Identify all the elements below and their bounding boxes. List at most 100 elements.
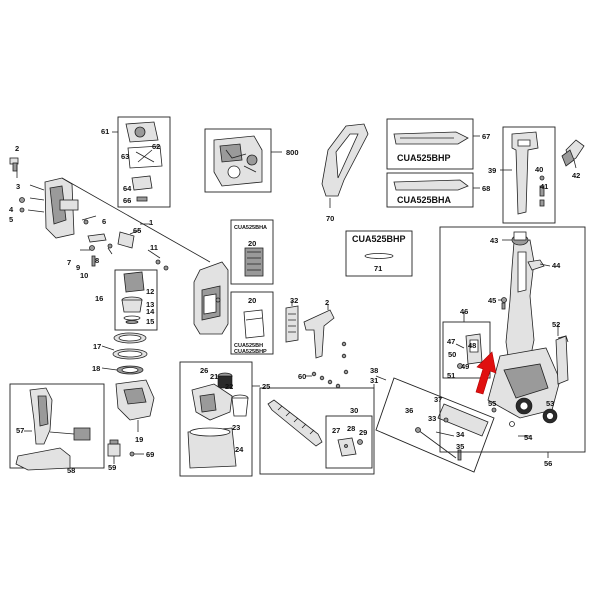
callout-8: 8: [95, 256, 99, 265]
callout-26: 26: [200, 366, 208, 375]
callout-62: 62: [152, 142, 160, 151]
callout-20-bha: 20: [248, 239, 256, 248]
nozzle-box-57: [9, 383, 105, 471]
callout-53: 53: [546, 399, 554, 408]
callout-65: 65: [133, 226, 141, 235]
dust-bin-box-25: [179, 361, 260, 477]
callout-39: 39: [488, 166, 496, 175]
callout-70: 70: [326, 214, 334, 223]
callout-14: 14: [146, 307, 155, 316]
callout-66: 66: [123, 196, 131, 205]
callout-42: 42: [572, 171, 580, 180]
callout-68: 68: [482, 184, 490, 193]
callout-19: 19: [135, 435, 143, 444]
callout-45: 45: [488, 296, 496, 305]
callout-71: 71: [374, 264, 382, 273]
accessory-70: [321, 123, 369, 208]
callout-34: 34: [456, 430, 465, 439]
callout-43: 43: [490, 236, 498, 245]
callout-2-wand: 2: [325, 298, 329, 307]
highlight-arrow: [475, 351, 497, 395]
callout-49: 49: [461, 362, 469, 371]
callout-17: 17: [93, 342, 101, 351]
lower-housing-19: [115, 379, 155, 432]
crevice-tool-box-67: [386, 118, 480, 170]
callout-59: 59: [108, 463, 116, 472]
model-label-cua525bhp-belt: CUA525BHP: [352, 234, 406, 244]
cyclone-box-16: [114, 269, 158, 331]
callout-61: 61: [101, 127, 109, 136]
crevice-tool-box-68: [386, 172, 480, 208]
callout-28: 28: [347, 424, 355, 433]
callout-9: 9: [76, 263, 80, 272]
callout-15: 15: [146, 317, 154, 326]
housing-assembly-1: [193, 261, 229, 335]
callout-24: 24: [235, 445, 244, 454]
callout-37: 37: [434, 395, 442, 404]
callout-30: 30: [350, 406, 358, 415]
hardware-group-a: [80, 215, 169, 271]
callout-4: 4: [9, 205, 14, 214]
callout-12: 12: [146, 287, 154, 296]
sub-box-46: [442, 312, 491, 379]
handle-grip-group: [9, 157, 79, 239]
callout-58: 58: [67, 466, 75, 475]
callout-1: 1: [149, 218, 153, 227]
callout-46: 46: [460, 307, 468, 316]
wand-box-39: [500, 126, 556, 224]
callout-38: 38: [370, 366, 378, 375]
callout-35: 35: [456, 442, 464, 451]
callout-48: 48: [468, 341, 476, 350]
callout-3: 3: [16, 182, 20, 191]
callout-21: 21: [210, 372, 218, 381]
callout-27: 27: [332, 426, 340, 435]
callout-50: 50: [448, 350, 456, 359]
callout-11: 11: [150, 243, 158, 252]
callout-23: 23: [232, 423, 240, 432]
motor-box-800: [204, 128, 282, 193]
callout-69: 69: [146, 450, 154, 459]
belt-box-71: [345, 230, 413, 277]
callout-36: 36: [405, 406, 413, 415]
dusting-brush-42: [561, 139, 585, 169]
callout-67: 67: [482, 132, 490, 141]
callout-18: 18: [92, 364, 100, 373]
callout-63: 63: [121, 152, 129, 161]
callout-54: 54: [524, 433, 533, 442]
model-label-cua525bhp: CUA525BHP: [397, 153, 451, 163]
filter-box-61: [112, 116, 171, 208]
callout-56: 56: [544, 459, 552, 468]
screen-32: [285, 300, 299, 343]
callout-13: 13: [146, 300, 154, 309]
model-label-cua525bhp-small: CUA525BHP: [234, 349, 267, 355]
callout-41: 41: [540, 182, 548, 191]
callout-33: 33: [428, 414, 436, 423]
callout-31: 31: [370, 376, 378, 385]
filter-box-bh-bhp: [230, 291, 274, 355]
hose-box-31: [259, 384, 375, 475]
callout-57: 57: [16, 426, 24, 435]
model-label-cua525bh-small: CUA525BH: [234, 343, 263, 349]
callout-52: 52: [552, 320, 560, 329]
callout-22: 22: [225, 382, 233, 391]
callout-7: 7: [67, 258, 71, 267]
callout-2: 2: [15, 144, 19, 153]
main-body-box-56: [439, 226, 586, 458]
callout-40: 40: [535, 165, 543, 174]
callout-55: 55: [488, 399, 496, 408]
wand-2: [303, 304, 347, 359]
screws-60: [306, 369, 349, 389]
callout-5: 5: [9, 215, 13, 224]
adapter-59: [107, 439, 144, 464]
callout-60: 60: [298, 372, 306, 381]
model-label-cua525bha: CUA525BHA: [397, 195, 452, 205]
callout-44: 44: [552, 261, 561, 270]
callout-25: 25: [262, 382, 270, 391]
callout-800: 800: [286, 148, 299, 157]
callout-20-bh: 20: [248, 296, 256, 305]
callout-16: 16: [95, 294, 103, 303]
callout-29: 29: [359, 428, 367, 437]
model-label-cua525bha-small: CUA525BHA: [234, 225, 267, 231]
rings-17-18: [101, 332, 148, 375]
